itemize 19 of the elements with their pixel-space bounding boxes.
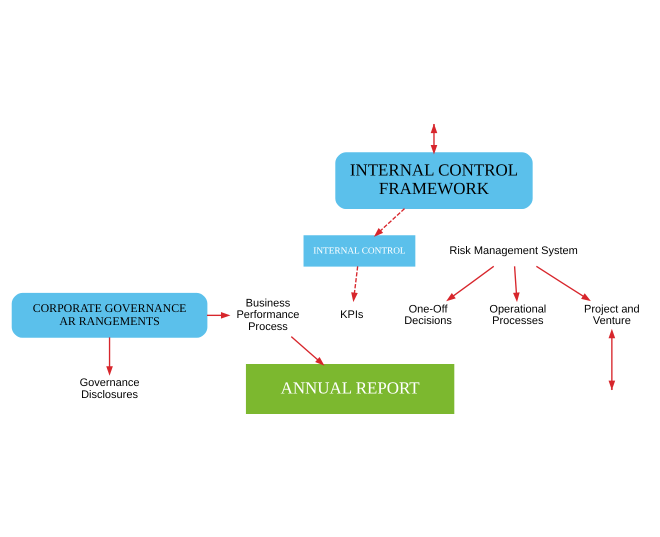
node-text: One-Off Decisions bbox=[404, 302, 452, 327]
node-text: KPIs bbox=[340, 308, 364, 321]
arrow bbox=[513, 266, 520, 302]
node-text: Risk Management System bbox=[449, 244, 578, 256]
node-box: INTERNAL CONTROL bbox=[304, 234, 416, 266]
arrow bbox=[207, 312, 230, 318]
arrow bbox=[351, 266, 358, 302]
node-box: ANNUAL REPORT bbox=[246, 364, 454, 414]
node-box: CORPORATE GOVERNANCE AR RANGEMENTS bbox=[12, 292, 208, 338]
arrow bbox=[446, 265, 494, 301]
arrow bbox=[374, 208, 405, 236]
arrow bbox=[106, 336, 113, 376]
node-text: Operational Processes bbox=[489, 302, 546, 327]
node-text: Governance Disclosures bbox=[80, 376, 140, 400]
arrow bbox=[536, 265, 591, 301]
node-box: INTERNAL CONTROL FRAMEWORK bbox=[335, 152, 533, 209]
node-text: Project and Venture bbox=[584, 302, 640, 327]
node-text: Business Performance Process bbox=[236, 296, 300, 333]
arrow bbox=[290, 336, 324, 366]
